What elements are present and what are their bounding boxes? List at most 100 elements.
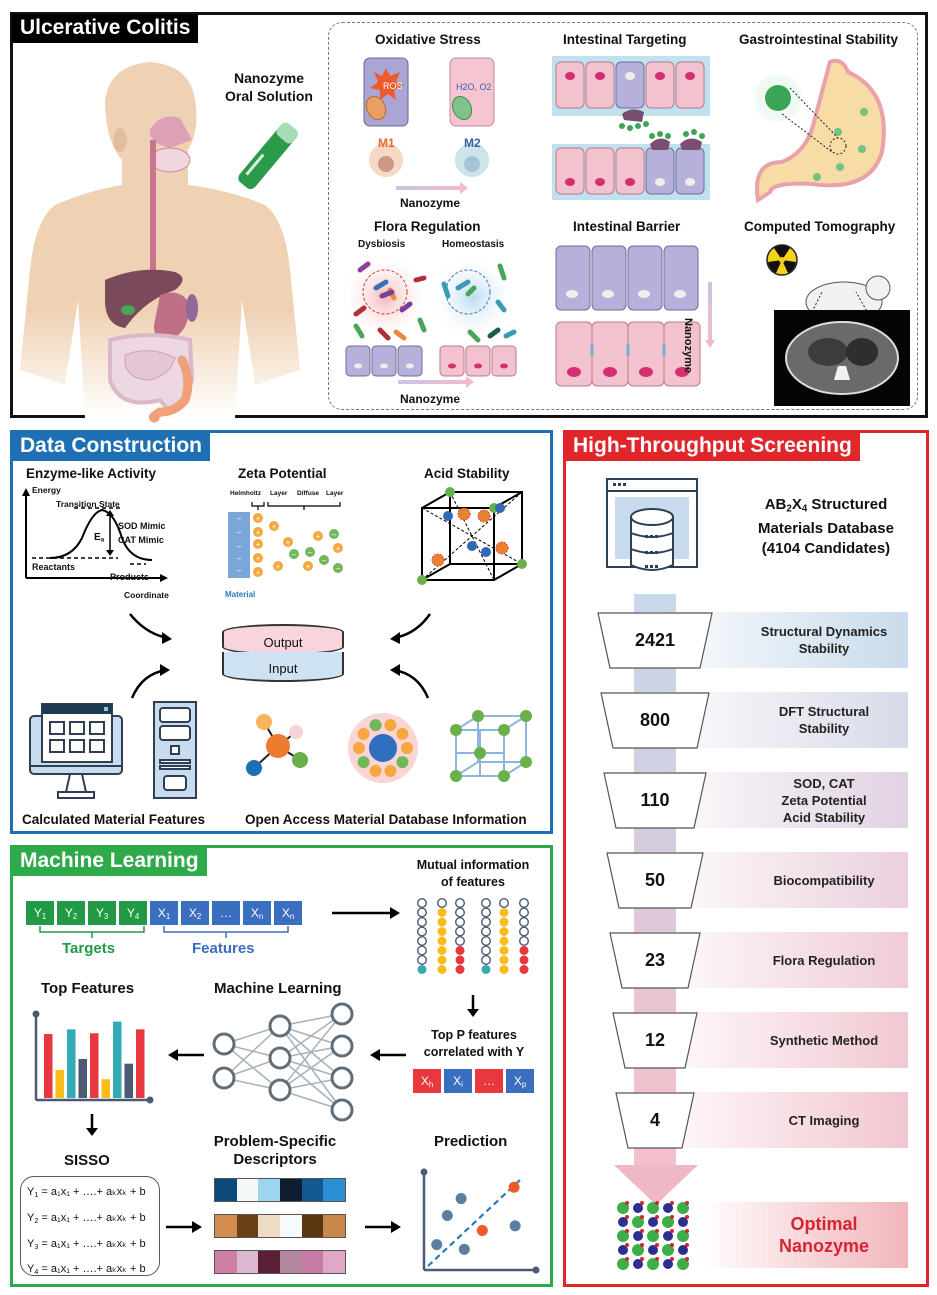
cell-base: Y: [126, 906, 135, 920]
optimal-nanozyme-label: Optimal Nanozyme: [740, 1213, 908, 1257]
stage-funnel-trapezoid: [612, 1012, 698, 1069]
actual-point: [458, 1243, 470, 1255]
mi-filled-dot: [437, 917, 447, 927]
optimal-nanozyme-crystal-icon: [617, 1201, 689, 1270]
target-cell: Y1: [26, 901, 54, 925]
cell-base: X: [188, 906, 197, 920]
nn-edge: [279, 1013, 343, 1059]
stage-funnel-trapezoid: [603, 772, 707, 829]
top-p-line1: Top P features: [431, 1028, 517, 1042]
cell-sub: 3: [103, 911, 109, 921]
flora-regulation-illustration: [340, 252, 518, 388]
cell-base: X: [250, 906, 259, 920]
nanozyme-arrow: [396, 182, 468, 194]
formula-x: X: [791, 496, 802, 513]
ion-sign: +: [256, 514, 261, 523]
mi-filled-dot: [519, 965, 529, 974]
stage-label: Biocompatibility: [740, 852, 908, 908]
trapezoid-shape: [609, 932, 701, 989]
cell-base: Y: [95, 906, 104, 920]
oxidative-stress-illustration: [363, 57, 495, 194]
features-label: Features: [192, 940, 255, 957]
intestinal-barrier-illustration: [555, 245, 715, 387]
mi-empty-dot: [480, 917, 491, 928]
ear: [113, 128, 127, 152]
molecule-icon: [246, 714, 308, 776]
cell-base: X: [281, 906, 290, 920]
mi-filled-dot: [437, 936, 447, 946]
cell-base: …: [483, 1074, 495, 1088]
surface-ion: [396, 727, 409, 740]
features-bracket: [163, 926, 289, 938]
mi-empty-dot: [416, 936, 428, 947]
surface-ion: [357, 756, 370, 769]
stage-count: 50: [644, 870, 666, 890]
eq-y-sub: 2: [34, 1216, 39, 1225]
surface-ion: [357, 727, 370, 740]
nn-edge: [223, 1043, 281, 1091]
atom-x: [625, 1243, 629, 1247]
diffuse-label: Diffuse: [297, 490, 320, 497]
descriptor-cell: [301, 1215, 324, 1237]
descriptor-cell: [301, 1179, 324, 1201]
trapezoid-shape: [606, 852, 704, 909]
atom-x: [685, 1243, 689, 1247]
stage-label-line: Acid Stability: [782, 809, 866, 825]
stage-label-line: Synthetic Method: [769, 1032, 879, 1048]
ml-model-title: Machine Learning: [214, 980, 342, 997]
crystal-lattice-icon: [450, 710, 532, 782]
trapezoid-shape: [597, 612, 713, 669]
atom-b: [663, 1259, 673, 1269]
cell-sub: 4: [134, 911, 140, 921]
mi-filled-dot: [499, 908, 509, 917]
atom-x: [670, 1229, 674, 1233]
uc-mechanisms-container: [328, 22, 918, 410]
predicted-point: [476, 1225, 488, 1237]
eq-y: Y: [27, 1186, 35, 1198]
cell-base: X: [420, 1074, 429, 1088]
left-arrow-1: [168, 1049, 204, 1061]
layer-label-1: Layer: [270, 490, 288, 497]
open-access-label: Open Access Material Database Informatio…: [245, 812, 527, 827]
database-input: [222, 652, 344, 682]
atom-b: [618, 1217, 628, 1227]
atom-x: [670, 1257, 674, 1261]
atom-x: [625, 1257, 629, 1261]
nn-node: [268, 1014, 292, 1038]
coordinate-axis-label: Coordinate: [124, 590, 169, 600]
positive-ion: [333, 543, 343, 553]
atom-a: [647, 1230, 659, 1242]
mi-empty-dot: [455, 907, 466, 918]
h2o-o2-label: H2O, O2: [456, 82, 492, 92]
atom-a: [617, 1258, 629, 1270]
mutual-info-line2: of features: [441, 875, 505, 889]
database-cylinder: Output Input: [222, 624, 344, 682]
ion-sign: +: [276, 562, 281, 571]
feature-bar: [67, 1029, 76, 1098]
nasal-cavity: [150, 116, 192, 148]
stage-label: Flora Regulation: [740, 932, 908, 988]
parity-line: [427, 1179, 521, 1267]
material-label: Material: [225, 590, 256, 599]
result-line2: Nanozyme: [778, 1236, 870, 1256]
sisso-title: SISSO: [64, 1152, 110, 1169]
ion-sign: +: [256, 540, 261, 549]
mi-filled-dot: [455, 955, 465, 965]
m1-mitochondria: [365, 95, 387, 121]
material-slab: [228, 512, 250, 578]
cell-sub: 2: [72, 911, 78, 921]
mi-filled-dot: [437, 946, 447, 955]
cell-sub: 2: [196, 911, 202, 921]
descriptor-cell: [323, 1179, 346, 1201]
intestinal-barrier-title: Intestinal Barrier: [573, 219, 681, 234]
feature-cell: Xn: [274, 901, 302, 925]
atom-x: [640, 1243, 644, 1247]
mi-empty-dot: [455, 936, 466, 947]
atom-b: [633, 1259, 643, 1269]
intestinal-targeting-title: Intestinal Targeting: [563, 32, 687, 47]
descriptor-cell: [215, 1251, 237, 1273]
atom-a: [677, 1230, 689, 1242]
feature-cell: …: [212, 901, 240, 925]
positive-ion: [283, 537, 293, 547]
